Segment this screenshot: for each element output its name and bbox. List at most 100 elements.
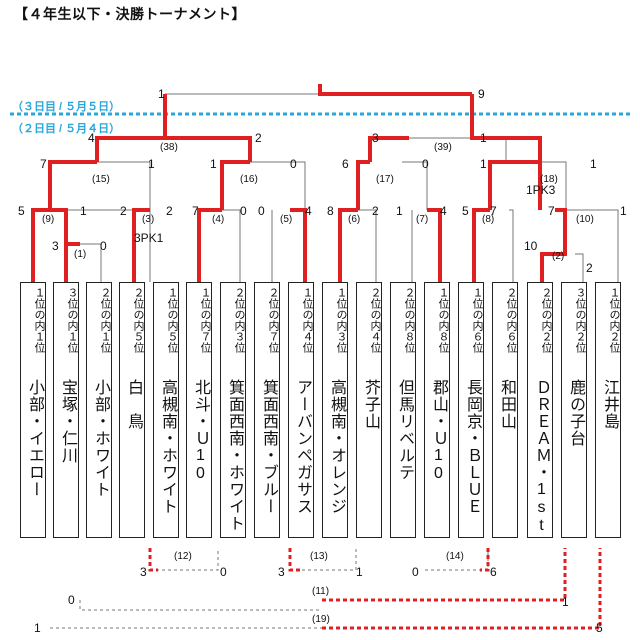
final-score-right: 9 [478,87,485,101]
m7-score-right: 4 [440,204,447,218]
team-box: １位の内５位高槻南・ホワイト [153,282,179,538]
team-box: ２位の内１位小部・ホワイト [86,282,112,538]
match-number-5: (5) [280,214,293,225]
match-number-14: (14) [446,551,464,562]
m2-score-left: 10 [524,239,538,253]
team-box: １位の内８位郡山・Ｕ10 [424,282,450,538]
m17-score-left: 6 [342,157,349,171]
m5-score-left: 0 [258,204,265,218]
m5-score-right: 4 [305,204,312,218]
team-name: 小部・ホワイト [92,379,109,498]
match-number-38: (38) [160,142,178,153]
team-rank: １位の内７位 [199,287,211,353]
team-rank: １位の内２位 [608,287,620,353]
m9-score-right: 1 [80,204,87,218]
m38-score-right: 2 [255,131,262,145]
team-box: ２位の内６位和田山 [492,282,518,538]
m8-score-left: 5 [462,204,469,218]
match-number-11: (11) [312,586,330,597]
team-name: ＤＲＥＡＭ・1st [533,379,550,535]
team-name: 鹿の子台 [567,379,584,447]
team-rank: ２位の内１位 [99,287,111,353]
team-rank: ３位の内１位 [66,287,78,353]
team-name: 箕面西南・ブルー [260,379,277,515]
m6-score-right: 2 [372,204,379,218]
match-number-18: (18) [540,174,558,185]
team-name: 高槻南・オレンジ [328,379,345,515]
team-name: 小部・イエロー [26,379,43,498]
team-name: アーバンペガサス [294,379,311,515]
team-rank: ２位の内８位 [403,287,415,353]
m18-score-right: 1 [590,157,597,171]
team-name: 高槻南・ホワイト [159,379,176,515]
match-number-13: (13) [310,551,328,562]
team-name: 但馬リベルテ [396,379,413,481]
m10-score-left: 7 [548,204,555,218]
team-box: ３位の内１位宝塚・仁川 [53,282,79,538]
team-box: ３位の内２位鹿の子台 [561,282,587,538]
match-number-9: (9) [42,214,55,225]
match-number-2: (2) [552,251,565,262]
team-box: ２位の内７位箕面西南・ブルー [254,282,280,538]
team-name: 郡山・Ｕ10 [430,379,447,483]
m19-score-left: 1 [34,621,41,635]
m1-score-left: 3 [52,239,59,253]
m9-score-left: 5 [18,204,25,218]
m17-score-right: 0 [422,157,429,171]
team-rank: ２位の内５位 [132,287,144,353]
m3-pk-result: 3PK1 [134,231,164,245]
m6-score-left: 8 [327,204,334,218]
match-number-12: (12) [174,551,192,562]
m16-score-right: 0 [290,157,297,171]
m8-score-right: 7 [490,204,497,218]
team-name: 江井島 [601,379,618,430]
team-box: ２位の内５位白 鳥 [119,282,145,538]
page-title: 【４年生以下・決勝トーナメント】 [14,6,246,22]
team-name: 箕面西南・ホワイト [226,379,243,532]
match-number-39: (39) [434,142,452,153]
m12-score-left: 3 [140,565,147,579]
day3-label: （３日目 / ５月５日） [12,101,121,113]
match-number-1: (1) [74,249,87,260]
m13-score-left: 3 [278,565,285,579]
team-rank: ２位の内２位 [540,287,552,353]
m15-score-left: 7 [40,157,47,171]
day2-label: （２日目 / ５月４日） [12,123,121,135]
m1-score-right: 0 [100,239,107,253]
m7-score-left: 1 [396,204,403,218]
match-number-16: (16) [240,174,258,185]
m10-score-right: 1 [620,204,627,218]
m12-score-right: 0 [220,565,227,579]
team-rank: １位の内５位 [166,287,178,353]
match-number-6: (6) [348,214,361,225]
match-number-7: (7) [416,214,429,225]
m11-score-right: 1 [562,595,569,609]
team-name: 北斗・Ｕ10 [192,379,209,483]
m18-pk-result: 1PK3 [526,183,556,197]
team-box: ２位の内３位箕面西南・ホワイト [220,282,246,538]
m39-score-right: 1 [480,131,487,145]
m38-score-left: 4 [88,131,95,145]
team-rank: １位の内１位 [33,287,45,353]
m14-score-right: 6 [490,565,497,579]
match-number-4: (4) [212,214,225,225]
m14-score-left: 0 [412,565,419,579]
m15-score-right: 1 [148,157,155,171]
match-number-15: (15) [92,174,110,185]
team-rank: １位の内３位 [335,287,347,353]
team-rank: ２位の内６位 [505,287,517,353]
team-name: 宝塚・仁川 [59,379,76,464]
team-rank: １位の内４位 [301,287,313,353]
team-rank: １位の内８位 [437,287,449,353]
m3-score-right: 2 [166,204,173,218]
match-number-3: (3) [142,214,155,225]
team-rank: ２位の内７位 [267,287,279,353]
winner-lines [31,84,602,630]
team-rank: ３位の内２位 [574,287,586,353]
m39-score-left: 3 [372,131,379,145]
m4-score-right: 0 [240,204,247,218]
team-box: ２位の内２位 ＤＲＥＡＭ・1st [527,282,553,538]
m19-score-right: 5 [596,621,603,635]
match-number-10: (10) [576,214,594,225]
